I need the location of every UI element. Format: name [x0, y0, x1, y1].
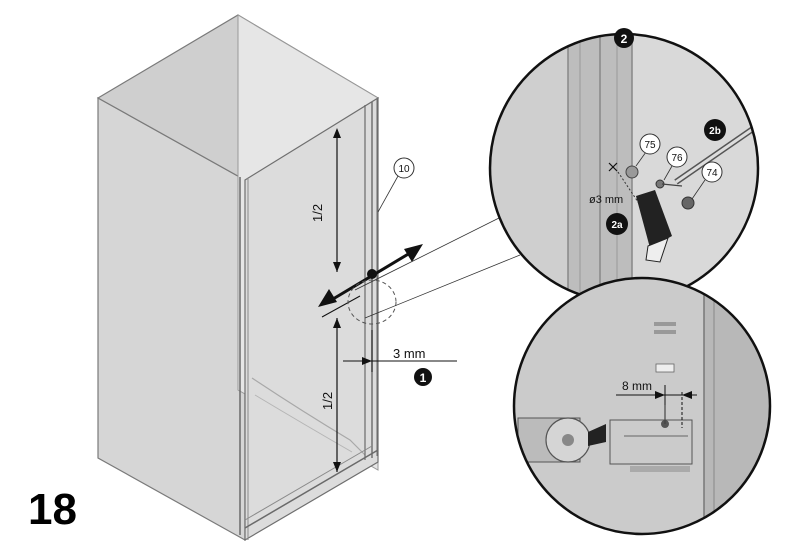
- part-10-callout: 10: [377, 157, 415, 213]
- part-74-label: 74: [706, 168, 718, 179]
- step-number: 18: [28, 485, 77, 534]
- step1-badge: 1: [420, 371, 427, 385]
- step2-badge: 2: [621, 32, 628, 46]
- gap-dimension: 3 mm 1: [343, 330, 457, 386]
- offset-label: 8 mm: [622, 379, 652, 393]
- measure-half-top: 1/2: [310, 128, 341, 272]
- door-handle-arrow: [318, 244, 423, 318]
- step2a-badge: 2a: [611, 220, 623, 231]
- detail-marker: [347, 279, 397, 325]
- leader-line-bottom: [364, 254, 521, 319]
- shower-enclosure: [96, 14, 380, 542]
- leader-line-top: [354, 214, 506, 291]
- part-75-label: 75: [644, 140, 656, 151]
- detail-circle-hinge: 8 mm: [512, 276, 772, 536]
- measure-half-bottom: 1/2: [320, 318, 341, 472]
- half-bottom-label: 1/2: [320, 392, 335, 410]
- gap-label: 3 mm: [393, 346, 426, 361]
- drill-size-label: ø3 mm: [589, 194, 623, 206]
- part-10-label: 10: [398, 164, 410, 175]
- half-top-label: 1/2: [310, 204, 325, 222]
- part-76-label: 76: [671, 153, 683, 164]
- detail-circle-drill: 2 75 76 74 ø3 mm 2a 2b: [488, 28, 760, 304]
- step2b-badge: 2b: [709, 126, 721, 137]
